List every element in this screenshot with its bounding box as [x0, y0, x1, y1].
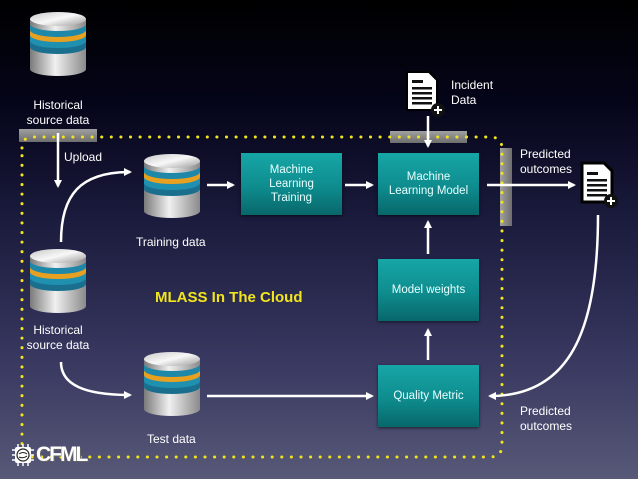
arrow-historical-to-test [59, 361, 132, 399]
label-line: Incident [451, 78, 494, 92]
logo-text: CFML [36, 443, 88, 466]
box-text: Training [270, 192, 313, 204]
label-historical-top: Historical source data [18, 98, 98, 128]
cloud-title: MLASS In The Cloud [155, 289, 303, 306]
box-text: Machine [406, 171, 451, 183]
label-incident-data: Incident Data [451, 78, 493, 108]
database-icon [141, 347, 203, 419]
arrow-historical-to-training [59, 168, 132, 243]
box-text: Machine [269, 164, 314, 176]
database-icon [27, 244, 89, 316]
label-line: Historical [33, 98, 83, 112]
label-line: Data [451, 93, 477, 107]
label-test-data: Test data [147, 432, 196, 446]
arrow-predicted-to-quality [488, 214, 600, 400]
chip-brain-icon [12, 444, 34, 466]
label-predicted-bottom: Predicted outcomes [520, 404, 572, 434]
label-upload: Upload [64, 150, 103, 164]
document-add-icon [405, 70, 445, 118]
label-line: Predicted [520, 404, 571, 418]
box-text: Quality Metric [393, 390, 464, 402]
logo: CFML [12, 443, 88, 467]
label-line: Predicted [520, 147, 571, 161]
document-add-icon [578, 160, 618, 208]
box-text: Learning Model [388, 185, 469, 197]
box-model-weights[interactable]: Model weights [378, 259, 479, 321]
box-quality-metric[interactable]: Quality Metric [378, 365, 479, 427]
label-predicted-top: Predicted outcomes [520, 147, 572, 177]
box-text: Model weights [391, 284, 466, 296]
database-icon [27, 7, 89, 79]
label-line: outcomes [520, 419, 573, 433]
boundary-gate-output [500, 148, 512, 226]
label-line: source data [26, 338, 90, 352]
label-line: Historical [33, 323, 83, 337]
box-text: Learning [269, 178, 314, 190]
database-icon [141, 149, 203, 221]
label-historical-mid: Historical source data [18, 323, 98, 353]
label-training-data: Training data [136, 235, 206, 249]
label-line: outcomes [520, 162, 573, 176]
box-ml-training[interactable]: Machine Learning Training [241, 153, 342, 215]
label-line: source data [26, 113, 90, 127]
box-ml-model[interactable]: Machine Learning Model [378, 153, 479, 215]
